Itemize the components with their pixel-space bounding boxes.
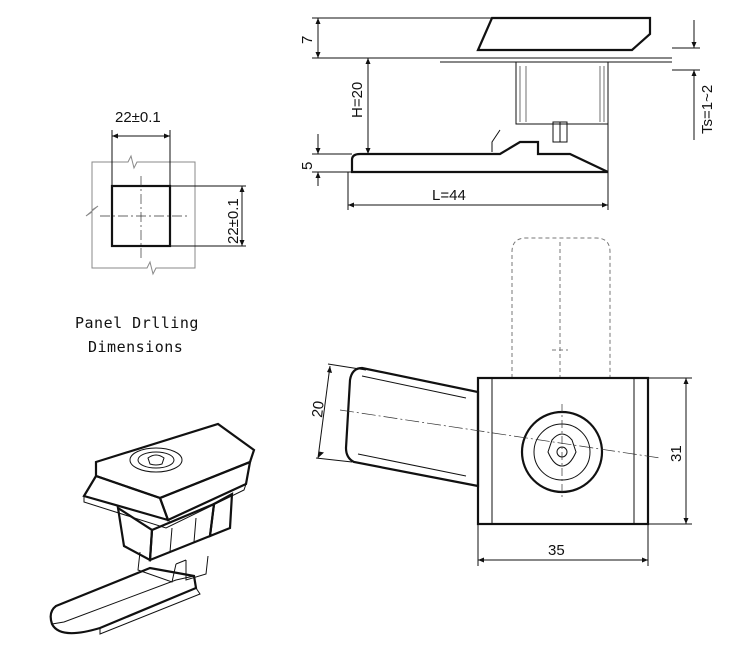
panel-thickness-label: Ts=1~2 (699, 85, 716, 134)
panel-drilling-view (85, 130, 246, 276)
caption-line-1: Panel Drlling (75, 314, 199, 332)
side-view (312, 16, 700, 210)
body-height-label: 31 (668, 445, 685, 462)
panel-height-label: 22±0.1 (225, 198, 242, 244)
tongue-thickness-label: 5 (299, 162, 316, 170)
height-label: H=20 (349, 82, 366, 118)
length-label: L=44 (432, 187, 466, 204)
panel-width-label: 22±0.1 (115, 109, 161, 126)
head-thickness-label: 7 (299, 36, 316, 44)
lock-3d-illustration (49, 422, 256, 635)
arm-width-label: 20 (309, 400, 328, 418)
front-view (315, 237, 692, 566)
body-width-label: 35 (548, 542, 565, 559)
caption-line-2: Dimensions (88, 338, 183, 356)
